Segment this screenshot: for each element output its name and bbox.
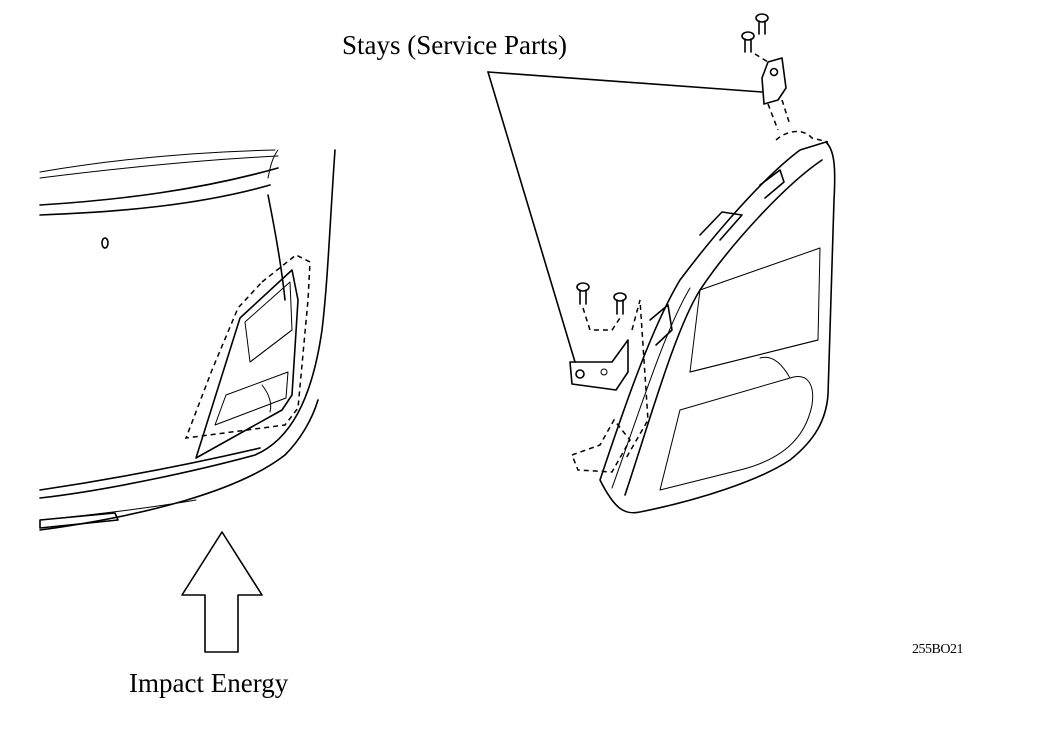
housing-tab-side	[649, 304, 673, 346]
grille-top-edge	[39, 184, 271, 216]
hood-corner	[267, 149, 279, 179]
hood-front-edge	[39, 167, 279, 206]
housing-tab-upper	[759, 169, 785, 199]
stay-lower	[569, 339, 629, 391]
headlamp-reflector	[261, 384, 272, 413]
headlamp-outline	[195, 269, 299, 459]
headlamp-lens-lower	[214, 371, 289, 426]
figure-code: 255BO21	[912, 642, 963, 657]
bumper-line-1	[39, 447, 261, 491]
vehicle-front-corner	[39, 149, 336, 531]
emblem-mark	[101, 237, 109, 249]
lens-inner-edge	[624, 159, 823, 496]
impact-zone-dashed	[184, 254, 311, 439]
headlamp-divider	[249, 329, 293, 363]
headlamp-housing	[599, 141, 836, 514]
leader-line-lower	[487, 71, 576, 363]
bolt-guide-lower	[582, 307, 621, 331]
stays-label: Stays (Service Parts)	[342, 30, 567, 60]
side-break-dashed	[624, 299, 649, 461]
bolt-icon	[613, 292, 627, 315]
stay-upper-guide	[767, 99, 791, 131]
stay-lower-hole	[575, 369, 585, 379]
headlamp-assembly	[569, 57, 836, 514]
bumper-lower-edge	[39, 399, 319, 531]
bolt-icon	[755, 13, 769, 35]
fender-crease	[267, 194, 286, 301]
bolt-icon	[741, 31, 755, 53]
hood-line-1	[39, 149, 276, 173]
reflector-curve	[759, 356, 791, 379]
lower-lens-pane	[659, 376, 814, 491]
stay-upper-hole	[769, 67, 779, 77]
bolt-icon	[576, 282, 590, 305]
bumper-slot	[39, 512, 119, 529]
stay-lower-hole-2	[600, 368, 608, 376]
leader-line-upper	[487, 71, 763, 93]
lower-break-dashed	[571, 418, 631, 473]
lens-bezel-line	[611, 287, 691, 489]
upper-lens-pane	[689, 247, 821, 373]
lens-divider	[689, 339, 819, 373]
upper-break-dashed	[775, 130, 829, 143]
bolt-guide-upper	[754, 53, 769, 63]
bolts	[576, 13, 769, 331]
hood-line-2	[39, 155, 279, 179]
impact-energy-label: Impact Energy	[129, 668, 289, 698]
fender-outline	[39, 149, 336, 499]
housing-tab-top	[699, 211, 743, 241]
impact-arrow-icon	[181, 531, 263, 653]
stay-upper	[761, 57, 787, 105]
